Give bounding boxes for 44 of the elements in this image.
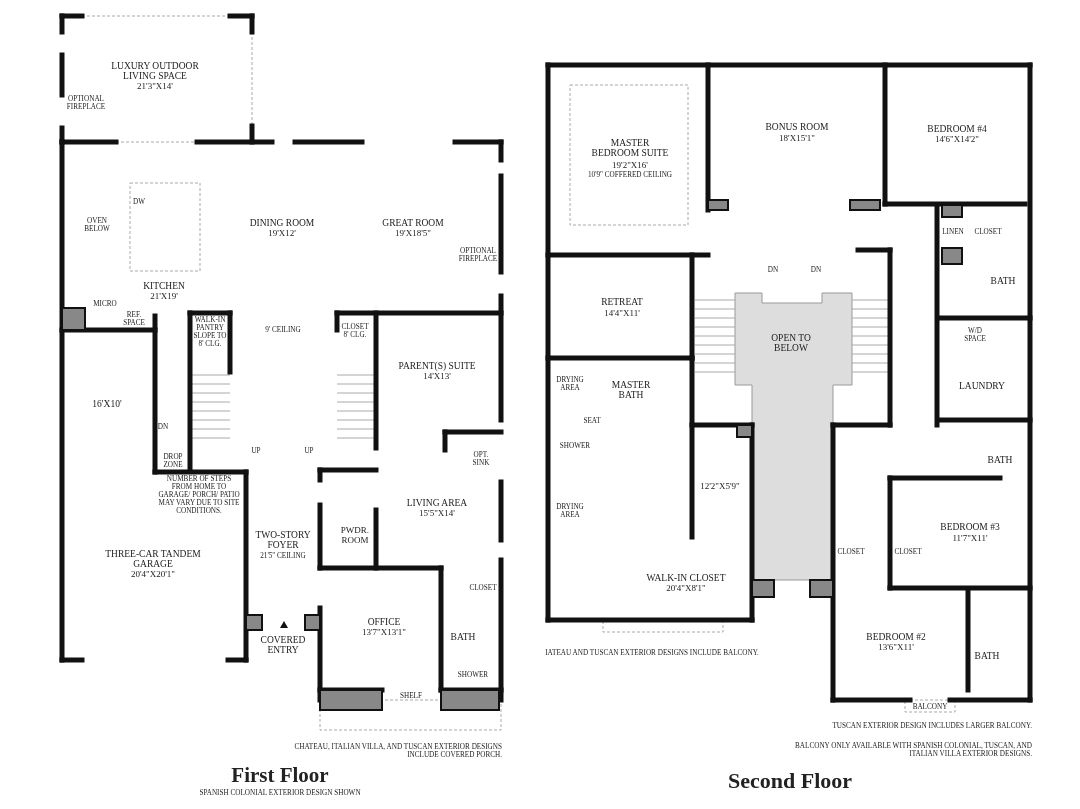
room-label: OPEN TO BELOW <box>770 332 812 354</box>
dimension-label: 12'2"X5'9" <box>700 482 740 492</box>
room-label: KITCHEN <box>143 280 185 292</box>
dimension-label: 15'5"X14' <box>419 509 455 519</box>
dimension-label: 14'4"X11' <box>604 309 640 319</box>
dimension-label: 16'X10' <box>92 398 122 410</box>
dimension-label: 21'X19' <box>150 292 178 302</box>
dimension-label: 11'7"X11' <box>952 534 988 544</box>
room-label: LAUNDRY <box>959 380 1005 392</box>
room-label: BONUS ROOM <box>765 121 829 133</box>
room-label: BATH <box>974 650 1000 662</box>
dimension-label: 19'X18'5" <box>395 229 431 239</box>
dimension-label: 14'6"X14'2" <box>934 135 980 145</box>
room-label: BATH <box>990 275 1016 287</box>
room-label: GREAT ROOM <box>382 217 444 229</box>
dimension-label: 21'3"X14' <box>137 82 173 92</box>
room-label: PWDR. ROOM <box>339 526 371 546</box>
room-label: LUXURY OUTDOOR LIVING SPACE <box>110 60 200 82</box>
room-label: MASTER BEDROOM SUITE <box>590 137 670 159</box>
room-label: BEDROOM #2 <box>866 631 926 643</box>
room-label: BEDROOM #4 <box>927 123 987 135</box>
room-label: COVERED ENTRY <box>259 634 307 656</box>
room-label: TWO-STORY FOYER <box>254 529 312 551</box>
dimension-label: 18'X15'1" <box>779 134 815 144</box>
room-label: RETREAT <box>601 296 643 308</box>
dimension-label: 19'X12' <box>268 229 296 239</box>
room-label: OFFICE <box>367 616 401 628</box>
room-label: THREE-CAR TANDEM GARAGE <box>104 548 202 570</box>
room-label: MASTER BATH <box>610 379 652 401</box>
dimension-label: 20'4"X8'1" <box>666 584 706 594</box>
room-label: BEDROOM #3 <box>940 521 1000 533</box>
dimension-label: 19'2"X16' <box>612 161 648 171</box>
dimension-label: 13'7"X13'1" <box>361 628 407 638</box>
room-label: LIVING AREA <box>406 497 468 509</box>
floor-title: Second Floor <box>727 768 853 794</box>
dimension-label: 14'X13' <box>423 372 451 382</box>
room-label: PARENT(S) SUITE <box>398 360 476 372</box>
floor-title: First Floor <box>231 764 329 788</box>
dimension-label: 20'4"X20'1" <box>130 570 176 580</box>
room-label: WALK-IN CLOSET <box>646 572 726 584</box>
room-label: DINING ROOM <box>249 217 315 229</box>
dimension-label: 13'6"X11' <box>878 643 914 653</box>
room-label: BATH <box>987 454 1013 466</box>
room-label: BATH <box>450 631 476 643</box>
